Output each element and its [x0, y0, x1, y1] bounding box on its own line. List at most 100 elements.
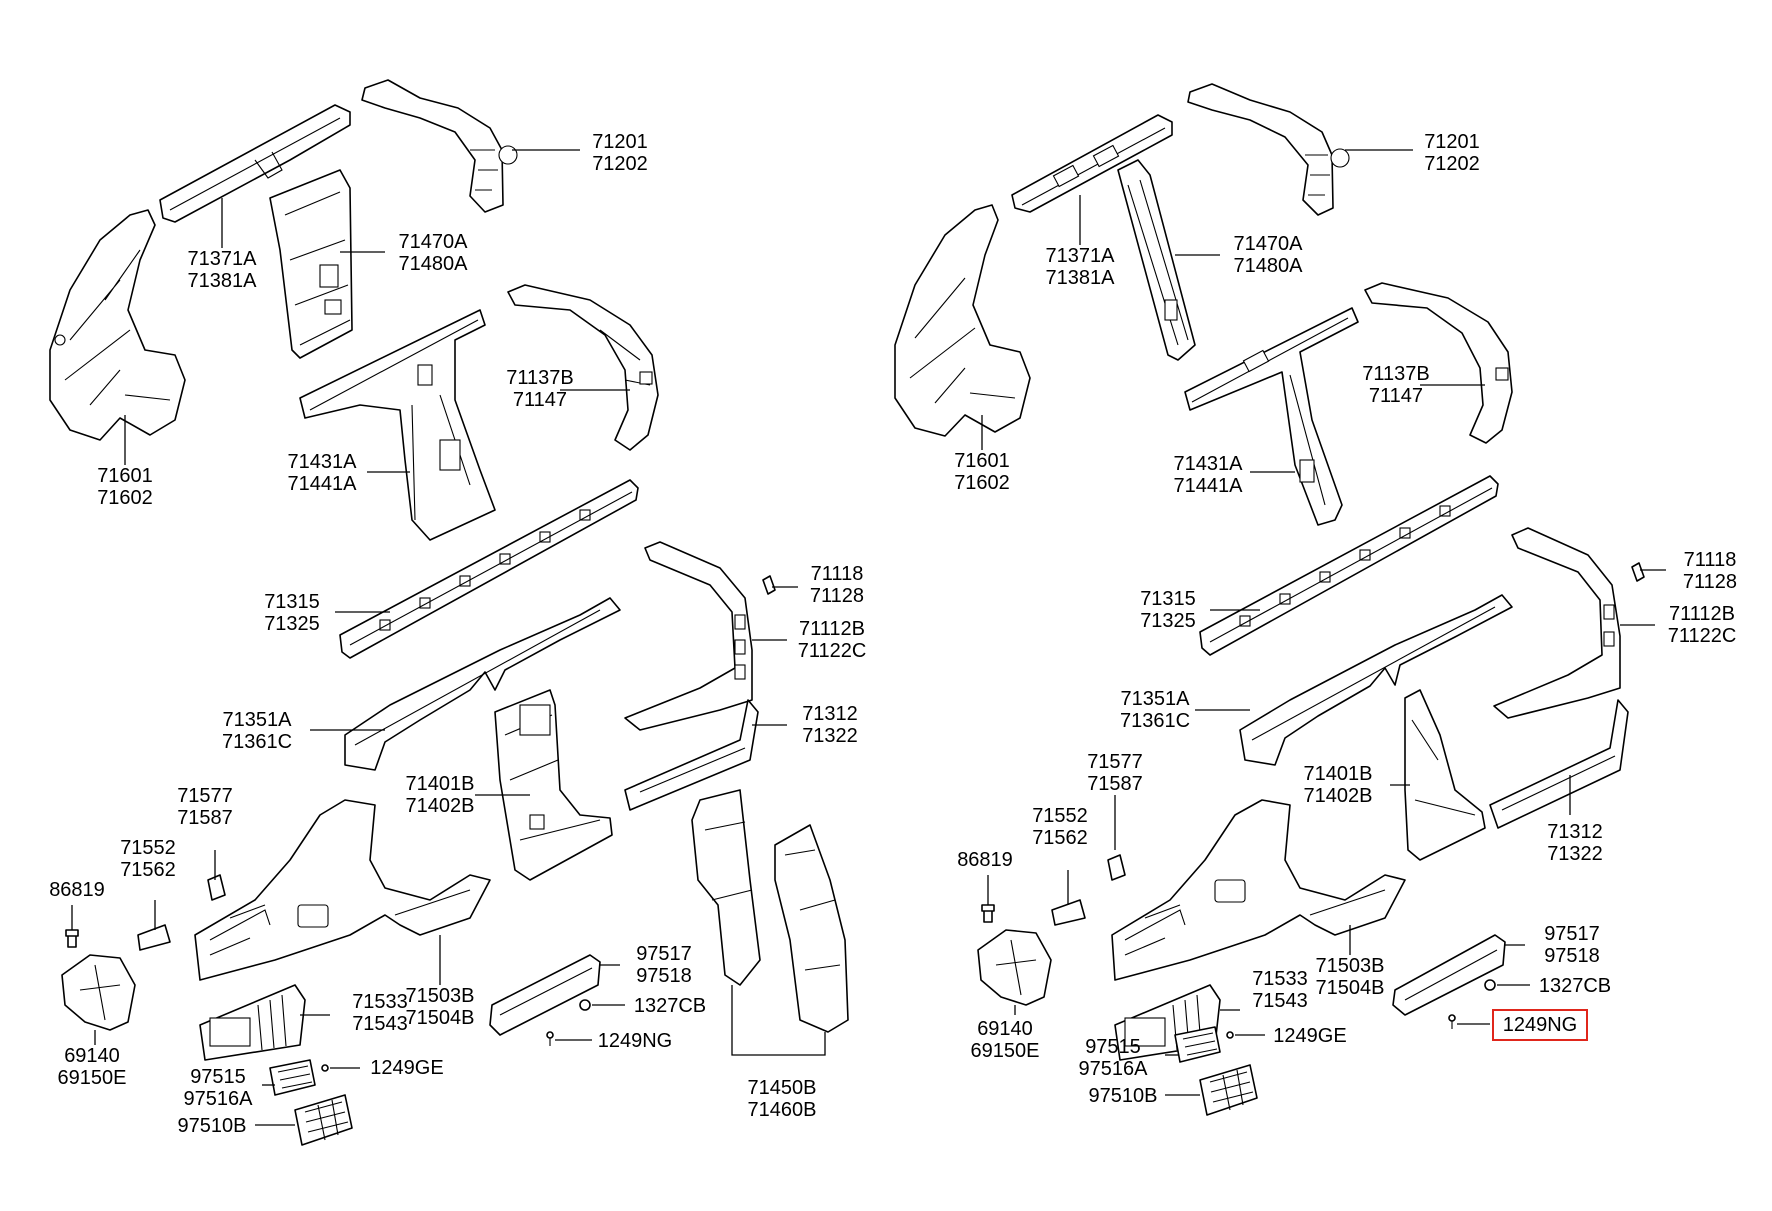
part-71401B-r — [1404, 689, 1486, 861]
part-71351A-r — [1239, 594, 1513, 766]
part-97515 — [269, 1059, 329, 1096]
part-71315-r — [1199, 475, 1499, 656]
part-97510B — [294, 1094, 353, 1146]
label-1249NG: 1249NG — [598, 1030, 673, 1052]
part-71315 — [339, 479, 639, 659]
part-71401B — [494, 689, 613, 881]
part-97510B-r — [1199, 1064, 1258, 1116]
part-71503B-r — [1111, 799, 1406, 981]
label-97510B: 97510B — [178, 1115, 247, 1137]
part-71577 — [207, 874, 226, 901]
part-97517 — [489, 954, 601, 1036]
part-1327CB-r — [1484, 979, 1496, 991]
part-1249NG-r — [1448, 1014, 1456, 1029]
highlight-box-1249NG — [1492, 1009, 1588, 1041]
part-97517-r — [1392, 934, 1506, 1016]
part-71118-r — [1631, 562, 1645, 582]
part-71552 — [137, 924, 171, 951]
part-86819 — [65, 929, 79, 948]
part-71470A — [269, 169, 353, 359]
part-1249NG — [546, 1031, 554, 1046]
part-69140 — [61, 954, 136, 1031]
part-71312-r — [1489, 699, 1629, 829]
part-71601-r — [894, 204, 1031, 437]
part-1327CB — [579, 999, 591, 1011]
part-71431A-r — [1184, 307, 1359, 526]
part-71503B — [194, 799, 491, 981]
part-71450B — [691, 789, 849, 1033]
part-71431A — [299, 309, 496, 541]
part-71601 — [49, 209, 186, 441]
part-71112B-r — [1493, 527, 1621, 719]
part-71312 — [624, 699, 759, 811]
part-86819-r — [981, 904, 995, 923]
label-97510B-r: 97510B — [1089, 1085, 1158, 1107]
label-1327CB-r: 1327CB — [1539, 975, 1611, 997]
label-1249GE-r: 1249GE — [1273, 1025, 1346, 1047]
label-1327CB: 1327CB — [634, 995, 706, 1017]
part-71351A — [344, 597, 621, 771]
part-71371A — [159, 104, 351, 223]
left-leaders — [71, 149, 826, 1126]
part-71201-r — [1187, 83, 1350, 216]
part-71137B — [507, 284, 659, 451]
label-1249NG-r: 1249NG — [1503, 1014, 1578, 1036]
part-71470A-r — [1117, 159, 1196, 361]
part-71577-r — [1107, 854, 1126, 881]
part-71552-r — [1051, 899, 1086, 926]
label-86819-r: 86819 — [957, 849, 1013, 871]
label-1249GE: 1249GE — [370, 1057, 443, 1079]
part-71137B-r — [1364, 282, 1513, 444]
part-69140-r — [977, 929, 1052, 1006]
part-97515-r — [1174, 1026, 1234, 1063]
part-71371A-r — [1011, 114, 1173, 213]
part-71533 — [199, 984, 306, 1061]
part-71201 — [361, 79, 518, 213]
part-71112B — [624, 541, 753, 731]
